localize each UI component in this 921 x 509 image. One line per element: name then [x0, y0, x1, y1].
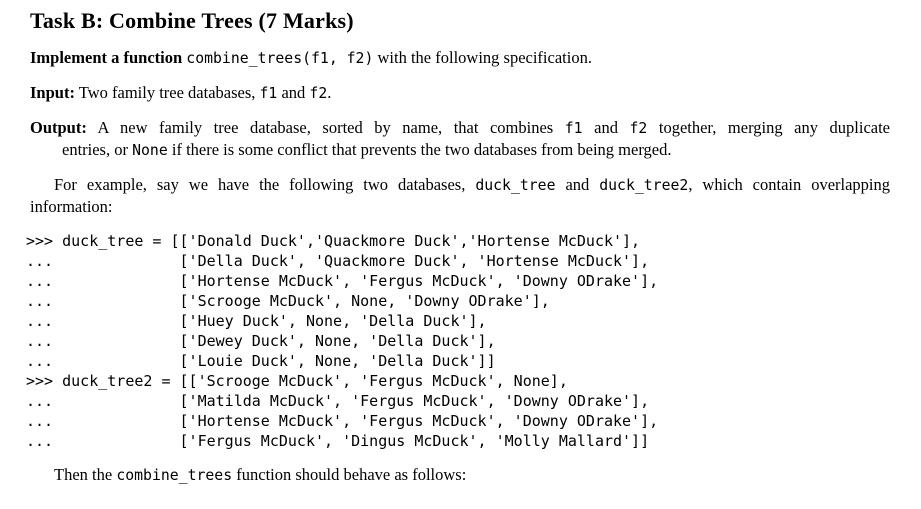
paragraph-implement: Implement a function combine_trees(f1, f…: [30, 47, 890, 69]
text-segment-rm: and: [555, 175, 600, 194]
code-line: >>> duck_tree2 = [['Scrooge McDuck', 'Fe…: [26, 372, 568, 390]
text-segment-bold: Input:: [30, 83, 75, 102]
code-line: ... ['Dewey Duck', None, 'Della Duck'],: [26, 332, 496, 350]
text-segment-bold: Output:: [30, 118, 87, 137]
code-block: >>> duck_tree = [['Donald Duck','Quackmo…: [26, 231, 893, 451]
text-segment-rm: entries, or: [62, 140, 133, 159]
paragraph-closing: Then the combine_trees function should b…: [30, 464, 914, 486]
text-segment-rm: together, merging any duplicate: [647, 118, 890, 137]
text-segment-rm: For example, say we have the following t…: [54, 175, 476, 194]
paragraph-input: Input: Two family tree databases, f1 and…: [30, 82, 890, 104]
text-segment-rm: A new family tree database, sorted by na…: [86, 118, 565, 137]
text-segment-rm: information:: [30, 197, 113, 216]
example-line-1: For example, say we have the following t…: [30, 174, 890, 196]
code-line: ... ['Hortense McDuck', 'Fergus McDuck',…: [26, 272, 659, 290]
text-segment-rm: and: [582, 118, 630, 137]
text-segment-mono: f1: [259, 85, 278, 102]
text-segment-rm: Then the: [54, 465, 117, 484]
text-segment-mono: duck_tree2: [599, 177, 689, 194]
code-line: ... ['Matilda McDuck', 'Fergus McDuck', …: [26, 392, 650, 410]
paragraph-example: For example, say we have the following t…: [30, 174, 890, 217]
page-title: Task B: Combine Trees (7 Marks): [30, 8, 354, 33]
code-line: ... ['Scrooge McDuck', None, 'Downy ODra…: [26, 292, 550, 310]
code-line: ... ['Huey Duck', None, 'Della Duck'],: [26, 312, 487, 330]
text-segment-bold: Implement a function: [30, 48, 183, 67]
example-line-2: information:: [30, 196, 890, 217]
text-segment-rm: function should behave as follows:: [232, 465, 467, 484]
text-segment-rm: if there is some conflict that prevents …: [167, 140, 672, 159]
text-segment-mono: combine_trees: [116, 467, 233, 484]
output-line-2: entries, or None if there is some confli…: [30, 139, 890, 161]
text-segment-mono: combine_trees(f1, f2): [186, 50, 374, 67]
text-segment-rm: Two family tree databases,: [74, 83, 260, 102]
code-line: ... ['Della Duck', 'Quackmore Duck', 'Ho…: [26, 252, 650, 270]
code-line: ... ['Louie Duck', None, 'Della Duck']]: [26, 352, 496, 370]
code-line: >>> duck_tree = [['Donald Duck','Quackmo…: [26, 232, 641, 250]
assignment-document: Task B: Combine Trees (7 Marks) Implemen…: [26, 8, 914, 486]
text-segment-mono: duck_tree: [475, 177, 556, 194]
output-line-1: Output: A new family tree database, sort…: [30, 117, 890, 139]
paragraph-output: Output: A new family tree database, sort…: [30, 117, 890, 161]
text-segment-rm: with the following specification.: [373, 48, 592, 67]
text-segment-rm: , which contain overlapping: [688, 175, 891, 194]
text-segment-rm: .: [327, 83, 332, 102]
code-line: ... ['Hortense McDuck', 'Fergus McDuck',…: [26, 412, 659, 430]
text-segment-mono: f2: [629, 120, 648, 137]
text-segment-mono: f2: [309, 85, 328, 102]
text-segment-mono: None: [132, 142, 168, 159]
code-line: ... ['Fergus McDuck', 'Dingus McDuck', '…: [26, 432, 650, 450]
text-segment-mono: f1: [564, 120, 583, 137]
text-segment-rm: and: [277, 83, 310, 102]
